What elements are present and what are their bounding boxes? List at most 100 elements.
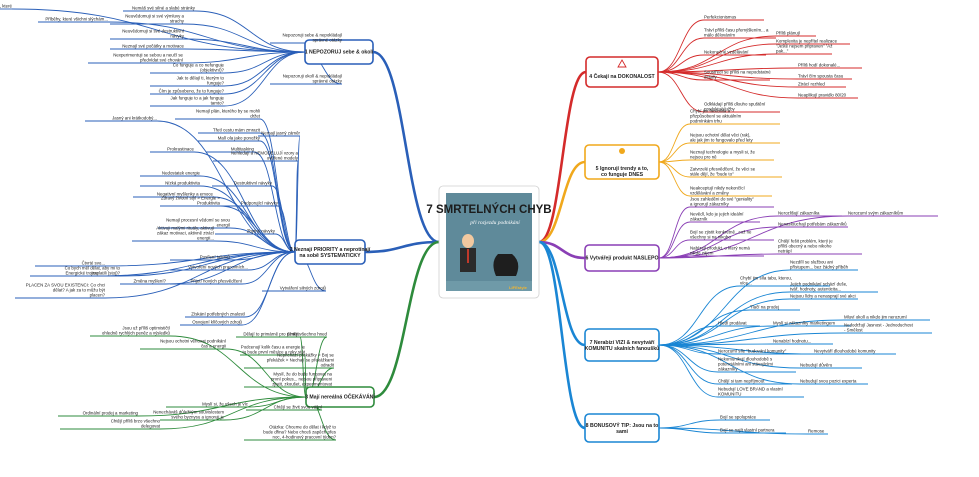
topic-node[interactable]: Nekonečné vzdělávání [704, 50, 749, 55]
topic-node[interactable]: Změna myšlení? [134, 279, 167, 284]
topic-node[interactable]: Neznají své počátky a motivace [122, 44, 184, 49]
topic-node[interactable]: Neaplikují pravidlo 80/20 [798, 93, 847, 98]
topic-node[interactable]: Nebudují důvěru [800, 363, 833, 368]
branch-b5-title[interactable]: 5 Ignorují trendy a to,co funguje DNES [596, 166, 649, 178]
topic-node[interactable]: Vytvoření nových pracovních... [188, 265, 248, 270]
topic-node[interactable]: ny, které [0, 4, 13, 9]
topic-node[interactable]: Nebudují svou pozici experta [800, 379, 857, 384]
topic-node[interactable]: Ztrácí rozhled [798, 82, 825, 87]
topic-node[interactable]: Nízká produktivita [165, 181, 200, 186]
topic-node[interactable]: Třetí cestu mám zmrazit [213, 128, 261, 133]
topic-node[interactable]: Vytváření silných zdrojů [280, 286, 327, 291]
topic-node[interactable]: Nedodržují Jasnost - Jednoduchost- Smělo… [844, 322, 914, 332]
branch-b8-box[interactable] [584, 413, 660, 443]
branch-b6-box[interactable] [584, 244, 660, 272]
branch-b4-title[interactable]: 4 Čekají na DOKONALOST [589, 73, 655, 80]
topic-node[interactable]: Přijetí nových přesvědčení [191, 279, 243, 284]
branch-b1-title[interactable]: 1 NEPOZORUJ sebe & okolí [305, 50, 374, 56]
topic-node[interactable]: Příliš plánují [776, 31, 801, 36]
topic-node[interactable]: Malí ola jako ponožky [218, 136, 261, 141]
branch-b7-box[interactable] [584, 328, 660, 362]
topic-node[interactable]: Nenabízí hodnotu... [773, 339, 811, 344]
topic-node[interactable]: Energické trojice [66, 271, 99, 276]
topic-node[interactable]: Hledí prodávat [718, 321, 747, 326]
topic-node[interactable]: Tráví čím spousta času [798, 74, 844, 79]
topic-node[interactable]: Jejich podnikání schází duše,tvář, hodno… [790, 281, 847, 291]
topic-node[interactable]: Mluví okolí a nikdo jim nerozumí [844, 315, 907, 320]
topic-node[interactable]: Co funguje a co nefunguje(objektivní)? [173, 62, 225, 72]
topic-node[interactable]: Příběhy, které všichni slýchám... [45, 17, 108, 22]
topic-node[interactable]: Chtějí se živit svou vášní [274, 405, 323, 410]
topic-node[interactable]: Chtějí si tam nepříjmout [718, 379, 765, 384]
topic-node[interactable]: Nejsou ochotní dělat věci (rak),ale jak … [690, 132, 754, 142]
topic-node[interactable]: Jasný ani krátkodobý... [112, 116, 157, 121]
branch-b3-box[interactable] [305, 386, 375, 408]
topic-node[interactable]: Nemáš své silné a slabé stránky [132, 6, 196, 11]
topic-node[interactable]: Remose [808, 429, 825, 434]
topic-node[interactable]: Bojí se najít vlastní partnera [720, 428, 775, 433]
topic-node[interactable]: Zbytné návyky [247, 229, 276, 234]
topic-node[interactable]: Tlačí na prodej [750, 305, 779, 310]
topic-node[interactable]: Myslí si zákazníky marketingem [773, 321, 835, 326]
topic-node[interactable]: Dělají to primárně pro peníze [243, 332, 300, 337]
branch-b3-title[interactable]: 3 Mají nereálná OČEKÁVÁNÍ [305, 393, 375, 401]
branch-b4-box[interactable] [585, 56, 659, 88]
topic-node[interactable]: Nedostatek energie [162, 171, 201, 176]
topic-node[interactable]: Chybí jim síla tabu, kterou,více... [740, 275, 792, 285]
topic-node[interactable]: Příliš hodí dokonalé... [798, 63, 840, 68]
topic-node[interactable]: Jsou zahleděni do své "geniality"a ignor… [690, 196, 754, 206]
topic-node[interactable]: Myslí si, že všech je víc [202, 402, 249, 407]
topic-node[interactable]: Podporující návyky [241, 201, 279, 206]
topic-node[interactable]: Posílení talentů [200, 255, 231, 260]
topic-node[interactable]: Nerozlišují zákazníka [778, 211, 820, 216]
topic-node[interactable]: Nerozumí svým zákazníkům [848, 211, 903, 216]
topic-node[interactable]: Nenaslouchají potřebám zákazníků [778, 222, 847, 227]
topic-node[interactable]: Nerozumí síle "budování komunity" [718, 349, 787, 354]
topic-node[interactable]: Prokrastinace [167, 147, 194, 152]
topic-node[interactable]: Perfekcionismus [704, 15, 737, 20]
topic-node[interactable]: Destruktivní návyky [234, 181, 273, 186]
topic-node[interactable]: Získání potřebných znalostí [191, 312, 245, 317]
topic-node[interactable]: Multitasking [231, 147, 255, 152]
topic-node[interactable]: Negativní myšlenky a emoce [157, 192, 214, 197]
topic-node[interactable]: Osvojení klíčových zdrojů [192, 320, 242, 325]
topic-node[interactable]: Čím je způsobeno, že to funguje? [159, 89, 225, 94]
topic-node[interactable]: Nejsou lídry a nenasprají své akci [790, 294, 856, 299]
topic-node[interactable]: Chtějí všechno hned [287, 332, 328, 337]
